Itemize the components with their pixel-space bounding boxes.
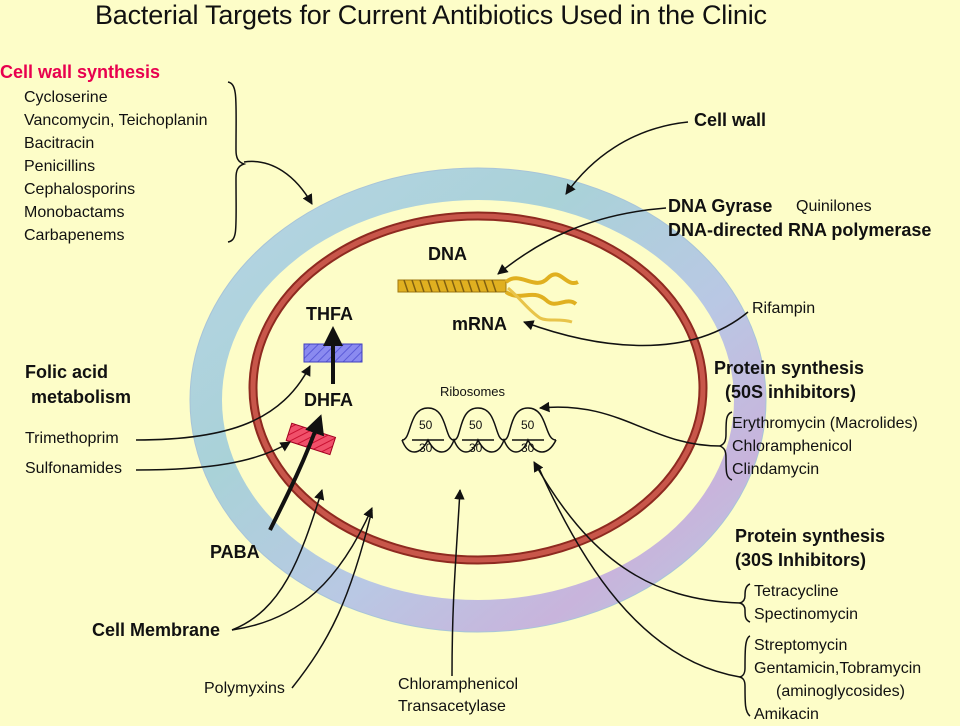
rifampin-label: Rifampin	[752, 300, 816, 317]
paba-label: PABA	[210, 542, 260, 562]
arrow-30s-b	[537, 465, 741, 678]
page-title: Bacterial Targets for Current Antibiotic…	[95, 0, 767, 30]
protein-30s-drug-list-b: Streptomycin Gentamicin,Tobramycin (amin…	[754, 634, 921, 726]
rna-polymerase-label: DNA-directed RNA polymerase	[668, 220, 932, 240]
list-item: Carbapenems	[24, 227, 125, 244]
cell-wall-arrow	[565, 121, 689, 195]
list-item: Clindamycin	[732, 461, 820, 478]
arrow-50s	[538, 401, 721, 447]
dna-gyrase-arrow	[497, 207, 667, 275]
list-item: Penicillins	[24, 158, 96, 175]
list-item: Vancomycin, Teichoplanin	[24, 112, 208, 129]
list-item: Spectinomycin	[754, 606, 859, 623]
cell-wall-label: Cell wall	[694, 110, 767, 130]
cell-membrane-label: Cell Membrane	[92, 620, 221, 640]
ribosome-50-label-3: 50	[521, 418, 535, 432]
folic-acid-label-line1: Folic acid	[25, 362, 109, 382]
cell-wall-synthesis-arrow	[243, 160, 313, 205]
brace-30s-b	[737, 635, 751, 717]
list-item: Amikacin	[754, 706, 819, 723]
dna-helix	[397, 272, 579, 324]
trimethoprim-label: Trimethoprim	[25, 430, 119, 447]
cell-wall-brace	[227, 81, 247, 243]
list-item: Tetracycline	[754, 583, 839, 600]
ribosome-30-label-3: 30	[521, 441, 535, 455]
transacetylase-label-line2: Transacetylase	[398, 698, 506, 715]
brace-30s-a	[737, 583, 751, 623]
protein-30s-header-line1: Protein synthesis	[735, 526, 886, 546]
list-item: Bacitracin	[24, 135, 95, 152]
cell-wall-drug-list: Cycloserine Vancomycin, Teichoplanin Bac…	[24, 86, 208, 247]
cell-wall-synthesis-header: Cell wall synthesis	[0, 62, 161, 82]
polymyxins-line	[291, 509, 373, 689]
transacetylase-arrow	[451, 488, 465, 677]
dna-gyrase-label: DNA Gyrase	[668, 196, 773, 216]
list-item: Streptomycin	[754, 637, 848, 654]
ribosome-50-label-2: 50	[469, 418, 483, 432]
cell-membrane-ring	[248, 211, 708, 565]
transacetylase-label-line1: Chloramphenicol	[398, 676, 519, 693]
trimethoprim-arrow	[135, 365, 311, 441]
folic-acid-label-line2: metabolism	[31, 387, 132, 407]
paba-to-dhfa-arrow	[268, 414, 325, 531]
protein-50s-header-line1: Protein synthesis	[714, 358, 865, 378]
protein-50s-header-line2: (50S inhibitors)	[725, 382, 857, 402]
list-item: Monobactams	[24, 204, 125, 221]
ribosome-30-label-2: 30	[469, 441, 483, 455]
list-item: Cycloserine	[24, 89, 108, 106]
list-item: Gentamicin,Tobramycin	[754, 660, 922, 677]
mrna-label: mRNA	[452, 314, 508, 334]
quinilones-label: Quinilones	[796, 198, 872, 215]
cell-membrane-arrow-b	[231, 507, 373, 631]
cell-membrane-arrow-a	[231, 488, 325, 631]
ribosomes-label: Ribosomes	[440, 384, 506, 399]
arrow-30s-a	[533, 461, 741, 604]
ribosomes-group	[401, 407, 557, 453]
dhfa-label: DHFA	[304, 390, 353, 410]
rifampin-arrow	[523, 311, 749, 347]
list-item: (aminoglycosides)	[776, 683, 905, 700]
dna-label: DNA	[428, 244, 467, 264]
sulfonamides-label: Sulfonamides	[25, 460, 122, 477]
thfa-label: THFA	[306, 304, 353, 324]
protein-50s-drug-list: Erythromycin (Macrolides) Chloramphenico…	[732, 412, 918, 481]
protein-30s-drug-list-a: Tetracycline Spectinomycin	[754, 580, 858, 626]
polymyxins-label: Polymyxins	[204, 680, 285, 697]
protein-30s-header-line2: (30S Inhibitors)	[735, 550, 867, 570]
list-item: Cephalosporins	[24, 181, 136, 198]
sulfonamides-arrow	[135, 441, 291, 471]
list-item: Erythromycin (Macrolides)	[732, 415, 918, 432]
list-item: Chloramphenicol	[732, 438, 853, 455]
ribosome-30-label-1: 30	[419, 441, 433, 455]
ribosome-50-label-1: 50	[419, 418, 433, 432]
